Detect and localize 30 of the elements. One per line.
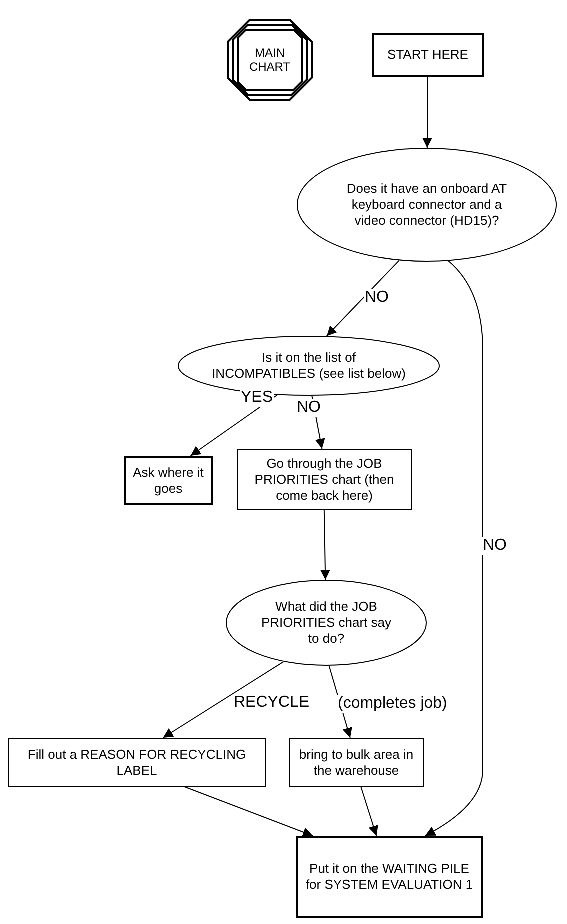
node-text: Go through the JOB PRIORITIES chart (then come back here) [254, 456, 396, 504]
edge-label: YES [240, 389, 274, 407]
edge-label: NO [296, 399, 322, 417]
node-text: START HERE [388, 47, 468, 63]
node-text: Does it have an onboard AT keyboard connector and a video connector (HD15)? [346, 181, 508, 229]
edge-label: (completes job) [337, 695, 448, 713]
arrow [326, 260, 400, 337]
octagon-node [228, 20, 312, 100]
process-box [8, 738, 266, 787]
decision-ellipse [226, 580, 427, 666]
arrow [184, 786, 314, 838]
process-box [296, 836, 483, 918]
arrow [422, 76, 432, 148]
decision-ellipse [297, 148, 557, 262]
node-text: bring to bulk area in the warehouse [298, 746, 415, 778]
edge-label: NO [482, 537, 508, 555]
process-box [237, 449, 412, 510]
node-text: Put it on the WAITING PILE for SYSTEM EVALUATION 1 [304, 861, 474, 893]
node-text: Fill out a REASON FOR RECYCLING LABEL [26, 746, 248, 778]
process-box [124, 456, 213, 505]
arrow [320, 510, 330, 580]
node-text: What did the JOB PRIORITIES chart say to do? [260, 599, 393, 647]
arrow [360, 786, 378, 836]
process-box [289, 738, 424, 787]
process-box [372, 33, 484, 77]
node-text: Ask where it goes [132, 464, 205, 496]
node-text: MAIN CHART [248, 46, 292, 74]
arrow [162, 661, 284, 738]
arrow [424, 260, 484, 836]
node-text: Is it on the list of INCOMPATIBLES (see list below) [212, 350, 406, 382]
